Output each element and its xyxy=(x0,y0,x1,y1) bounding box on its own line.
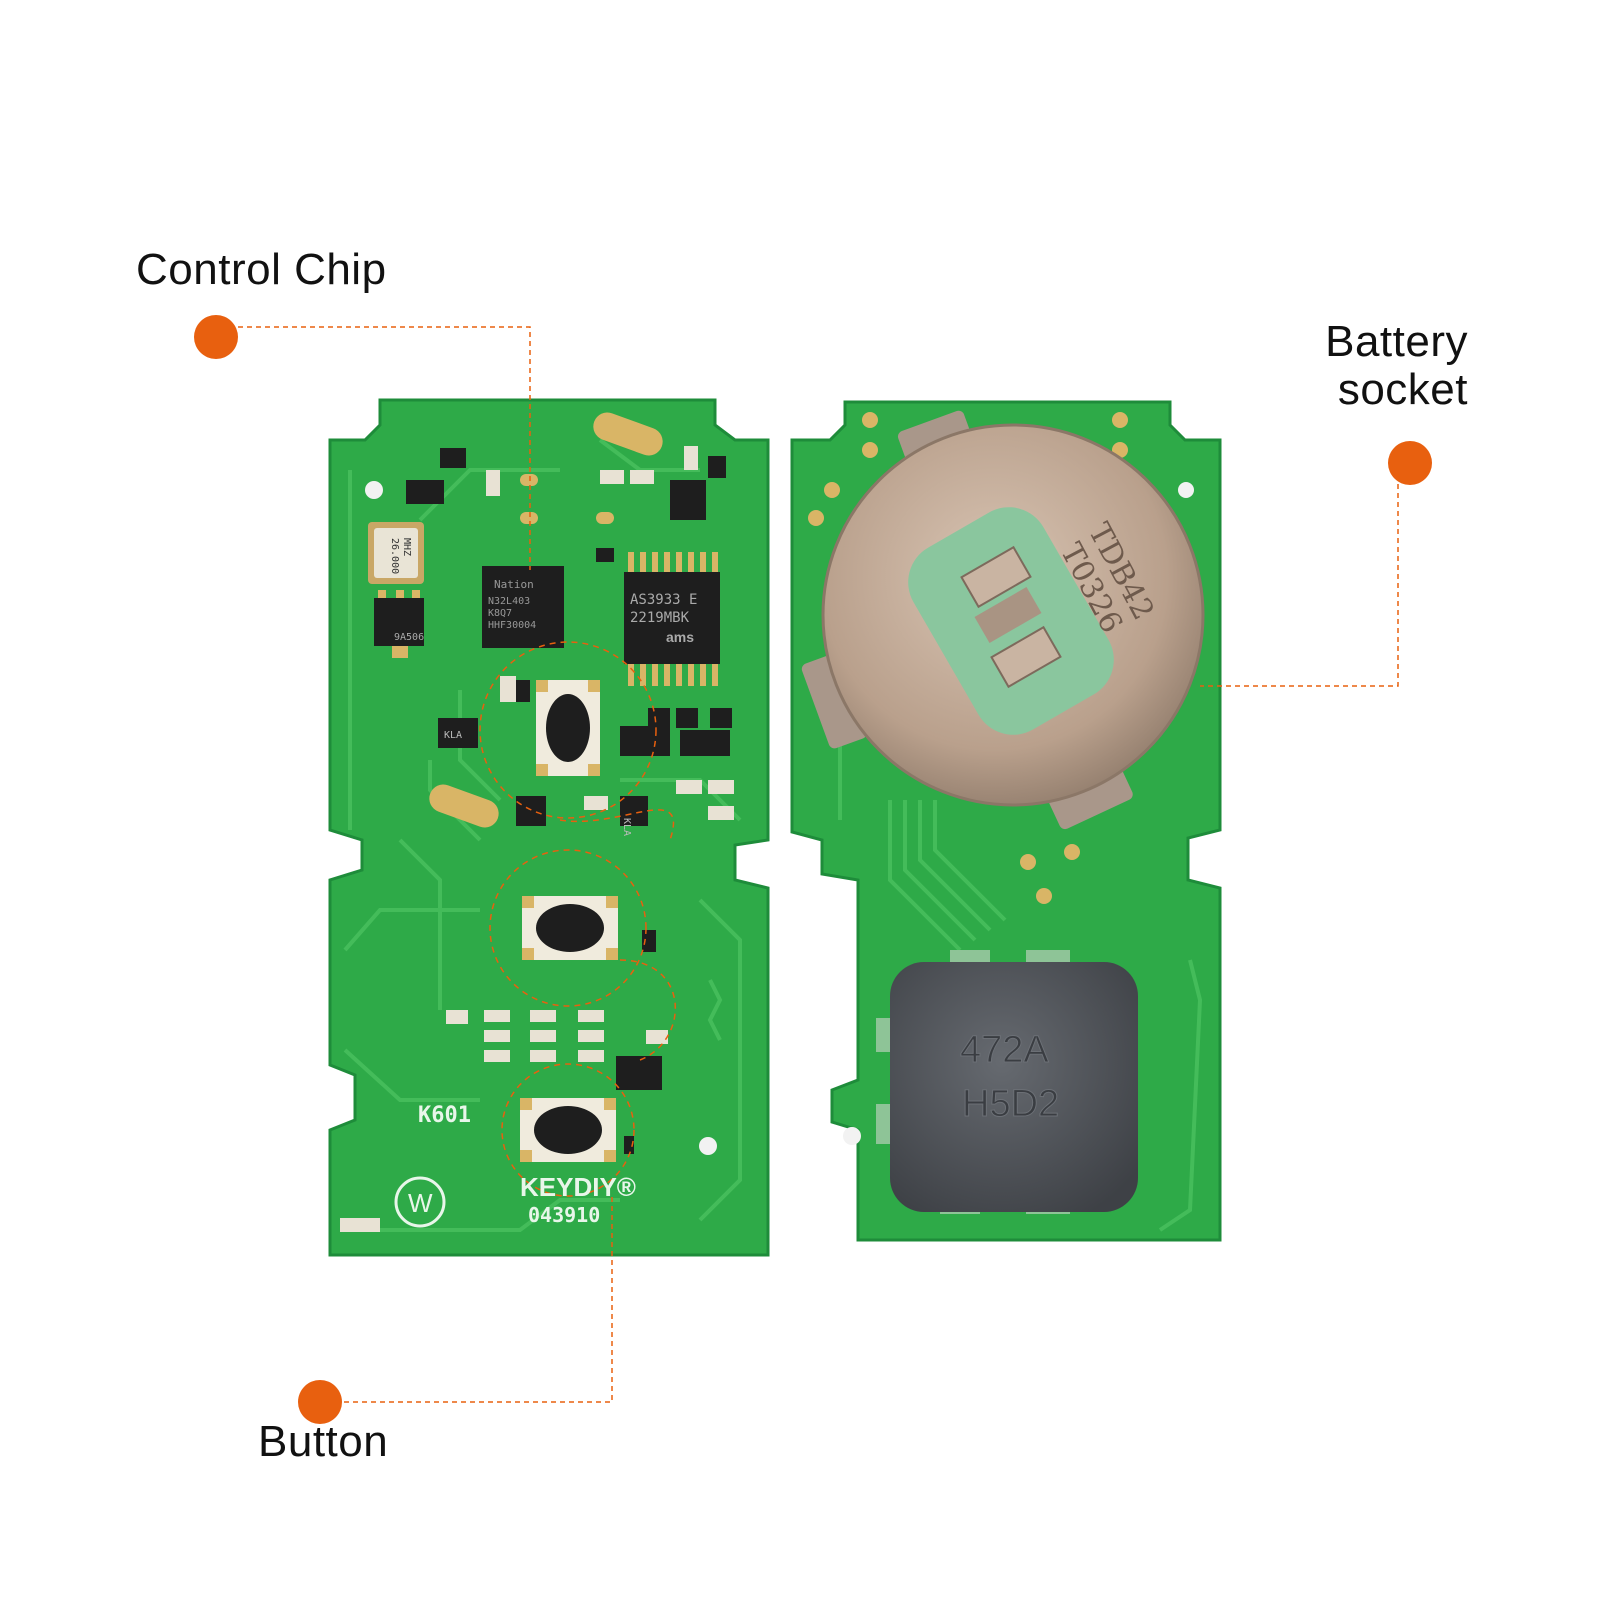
tactile-button-3 xyxy=(520,1098,616,1162)
regulator-marking: 9A506 xyxy=(394,632,424,643)
battery-socket-label-line2: socket xyxy=(1337,364,1468,414)
gold-slot-pad-top xyxy=(593,412,663,456)
mounting-hole-2 xyxy=(699,1137,717,1155)
callout-leader-lines xyxy=(238,326,1399,1403)
mcu-marking-2: K8Q7 xyxy=(488,608,512,619)
callout-highlight-rings xyxy=(479,641,677,1197)
brand-marking: KEYDIY® xyxy=(520,1172,636,1202)
back-pcb: TDB42 T0326 472A H5D2 xyxy=(790,400,1222,1242)
smd-components-bottom xyxy=(340,930,668,1232)
control-chip-mcu xyxy=(482,566,564,648)
crystal-marking-2: MHZ xyxy=(401,538,412,556)
logo-letter: W xyxy=(408,1188,433,1218)
control-chip-leader xyxy=(238,326,531,570)
button-marker xyxy=(298,1380,342,1424)
button-label: Button xyxy=(258,1417,389,1466)
receiver-chip xyxy=(624,572,720,664)
smd-components-top xyxy=(406,446,726,562)
mcu-marking-3: HHF30004 xyxy=(488,620,536,631)
logo-circle xyxy=(394,1176,446,1228)
coil-marking-1: 472A xyxy=(960,1029,1049,1071)
receiver-marking-1: AS3933 E xyxy=(630,592,697,608)
model-marking: K601 xyxy=(418,1103,471,1128)
serial-marking: 043910 xyxy=(528,1203,600,1227)
battery-socket-label: Battery socket xyxy=(1308,318,1468,413)
smd-components-middle xyxy=(438,676,734,826)
control-chip-marker xyxy=(194,315,238,359)
voltage-regulator xyxy=(374,598,424,646)
transistor-marking-2: KLA xyxy=(621,818,632,836)
control-chip-label: Control Chip xyxy=(136,245,387,294)
mcu-brand: Nation xyxy=(494,578,534,591)
receiver-logo: ams xyxy=(666,629,694,645)
tactile-button-1 xyxy=(536,680,600,776)
button-leader xyxy=(344,1196,613,1403)
receiver-chip-pins xyxy=(628,552,718,686)
mounting-hole-1 xyxy=(365,481,383,499)
front-pcb: 26.000 MHZ 9A506 Nation N32L40 xyxy=(328,398,770,1257)
tactile-button-2 xyxy=(522,896,618,960)
antenna-coil xyxy=(876,950,1138,1214)
gold-slot-pad-bottom xyxy=(429,784,499,828)
battery-socket-marker xyxy=(1388,441,1432,485)
receiver-marking-2: 2219MBK xyxy=(630,610,690,626)
crystal-marking-1: 26.000 xyxy=(389,538,400,574)
mcu-marking-1: N32L403 xyxy=(488,596,530,607)
battery-socket xyxy=(801,410,1205,830)
battery-socket-label-line1: Battery xyxy=(1325,317,1468,366)
battery-socket-leader xyxy=(1200,484,1399,687)
back-gold-pads xyxy=(808,412,1128,904)
coil-marking-2: H5D2 xyxy=(962,1083,1059,1125)
back-mounting-hole-2 xyxy=(843,1127,861,1145)
transistor-marking-1: KLA xyxy=(444,730,462,741)
back-mounting-hole-1 xyxy=(1178,482,1194,498)
